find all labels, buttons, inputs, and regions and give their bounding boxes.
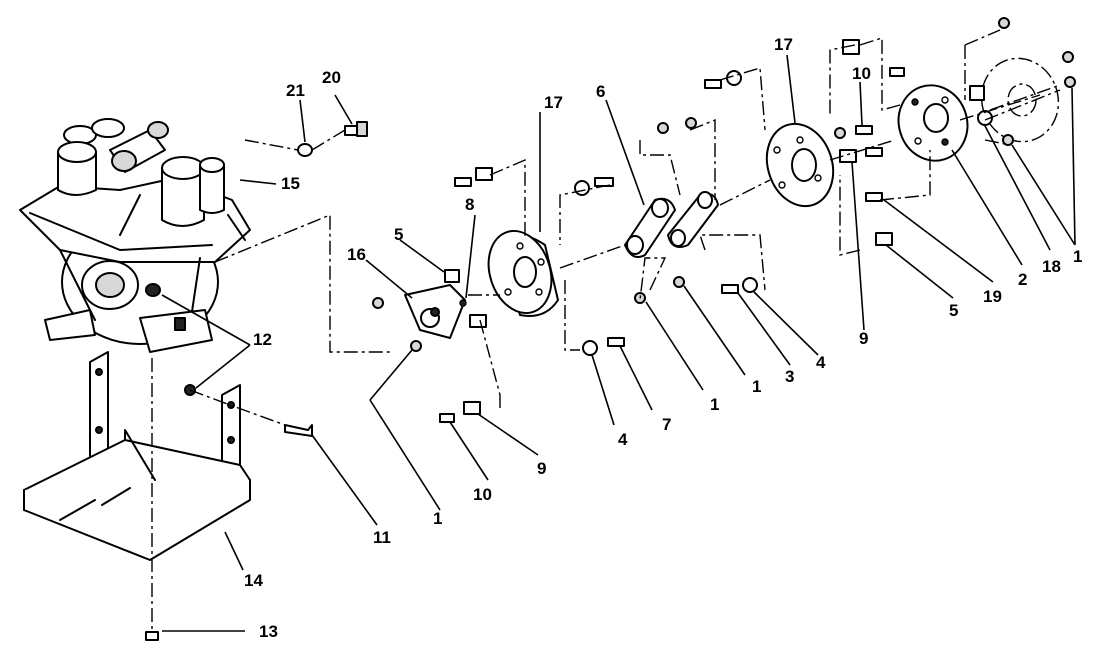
pump-cylinder-1 bbox=[57, 151, 97, 196]
callout-10-left: 10 bbox=[473, 485, 492, 504]
callout-18: 18 bbox=[1042, 257, 1061, 276]
hardware bbox=[145, 17, 1076, 641]
callout-9-right: 9 bbox=[859, 329, 868, 348]
bracket-gusset bbox=[124, 429, 156, 481]
bolt-13 bbox=[145, 631, 159, 641]
callout-7: 7 bbox=[662, 415, 671, 434]
callout-14: 14 bbox=[244, 571, 263, 590]
washer-21 bbox=[297, 143, 313, 157]
callout-20: 20 bbox=[322, 68, 341, 87]
pump-foot-bolt bbox=[174, 317, 186, 331]
pump-frame-edge bbox=[29, 212, 213, 251]
bolt-7 bbox=[607, 337, 625, 347]
bracket-slots bbox=[59, 487, 131, 521]
callout-11: 11 bbox=[373, 528, 391, 547]
leader-lines bbox=[161, 54, 1076, 632]
bolt-3 bbox=[721, 284, 739, 294]
spacer-5a bbox=[444, 269, 460, 283]
callout-5-left: 5 bbox=[394, 225, 403, 244]
callout-9-left: 9 bbox=[537, 459, 546, 478]
nut-1b bbox=[410, 340, 422, 352]
callout-4-left: 4 bbox=[618, 430, 628, 449]
pump-shaft-hole bbox=[95, 272, 125, 298]
spacer-9a bbox=[463, 401, 481, 415]
spacer-5b bbox=[875, 232, 893, 246]
pump-foot-left bbox=[44, 309, 96, 341]
bolt-10a bbox=[439, 413, 455, 423]
bolt-10b bbox=[855, 125, 873, 135]
callout-3: 3 bbox=[785, 367, 794, 386]
bolt-19 bbox=[865, 192, 883, 202]
motor-bracket bbox=[404, 284, 467, 339]
washer-4a bbox=[582, 340, 598, 356]
spacer-9b bbox=[839, 149, 857, 163]
nut-1a bbox=[372, 297, 384, 309]
spacer-18 bbox=[969, 85, 985, 101]
washer-4b bbox=[742, 277, 758, 293]
bolt-11 bbox=[284, 424, 313, 437]
callout-1-c: 1 bbox=[752, 377, 761, 396]
callout-10-right: 10 bbox=[852, 64, 871, 83]
callout-6: 6 bbox=[596, 82, 605, 101]
callout-5-right: 5 bbox=[949, 301, 958, 320]
callout-1-b: 1 bbox=[710, 395, 719, 414]
callout-15: 15 bbox=[281, 174, 300, 193]
callout-13: 13 bbox=[259, 622, 278, 641]
assembly-centerlines bbox=[151, 29, 1061, 630]
pump-ribs bbox=[119, 194, 246, 241]
callout-8: 8 bbox=[465, 195, 474, 214]
callout-1-a: 1 bbox=[433, 509, 442, 528]
shaft-coupler bbox=[624, 191, 719, 258]
callout-12: 12 bbox=[253, 330, 272, 349]
mounting-bracket bbox=[23, 351, 251, 561]
pump-cylinder-3 bbox=[199, 164, 225, 214]
nut-1d bbox=[673, 276, 685, 288]
coupling-flange-right bbox=[765, 122, 835, 208]
coupling-flange-2 bbox=[897, 84, 969, 162]
callout-1-d: 1 bbox=[1073, 247, 1082, 266]
pump-assembly bbox=[19, 118, 251, 353]
callout-4-right: 4 bbox=[816, 353, 826, 372]
bracket-base-edge bbox=[23, 479, 251, 561]
pump-nut bbox=[145, 283, 161, 297]
callout-21: 21 bbox=[286, 81, 305, 100]
callout-17-right: 17 bbox=[774, 35, 793, 54]
callout-19: 19 bbox=[983, 287, 1002, 306]
callout-16: 16 bbox=[347, 245, 366, 264]
callout-2: 2 bbox=[1018, 270, 1027, 289]
pump-cylinder-2 bbox=[161, 167, 205, 227]
callout-17-left: 17 bbox=[544, 93, 563, 112]
callout-labels: 21 20 15 12 11 14 13 16 5 8 17 6 1 10 9 … bbox=[244, 35, 1082, 641]
coupling-flange-left bbox=[487, 229, 559, 317]
